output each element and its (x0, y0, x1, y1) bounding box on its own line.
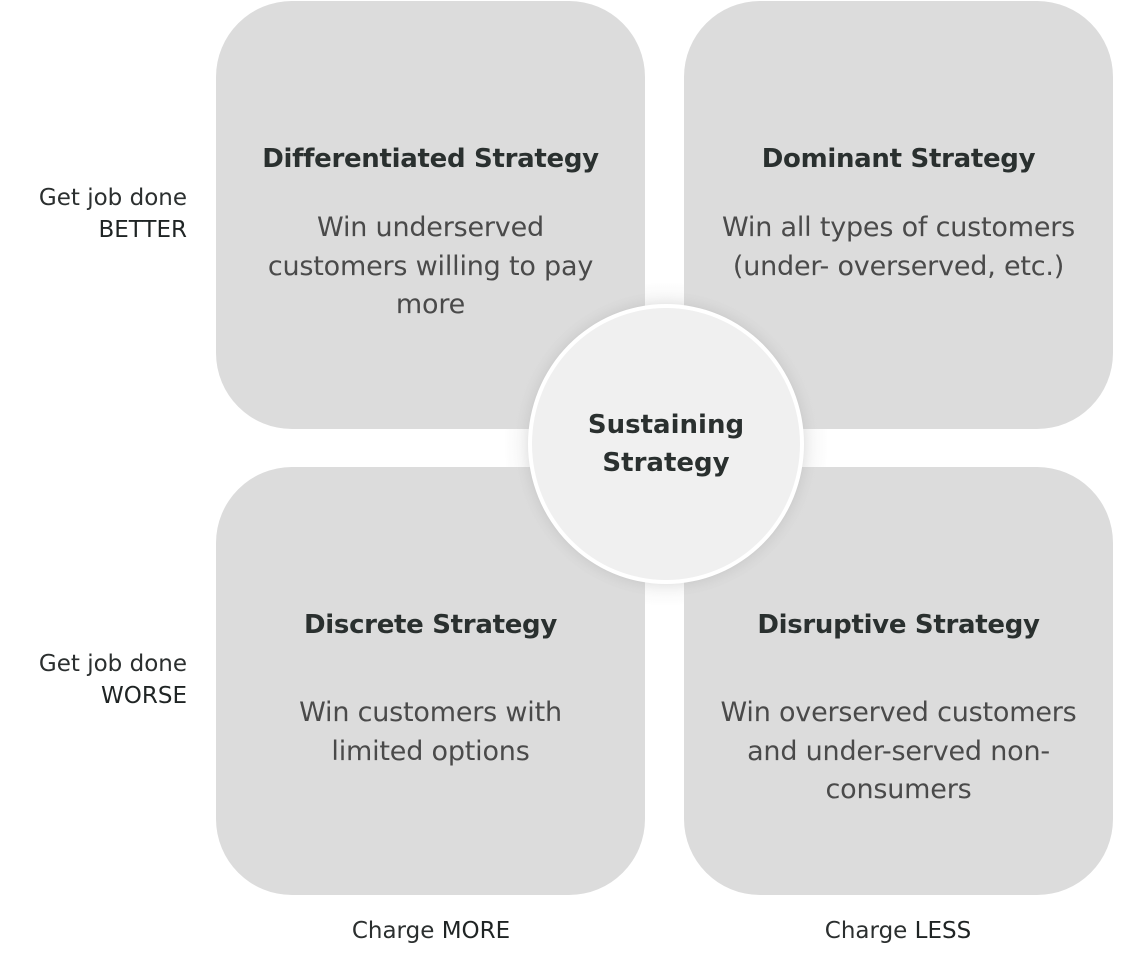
quadrant-differentiated: Differentiated Strategy Win underserved … (216, 1, 645, 429)
quadrant-title: Disruptive Strategy (757, 610, 1040, 640)
column-label-prefix: Charge (824, 918, 908, 944)
quadrant-description: Win customers with limited options (299, 697, 562, 767)
quadrant-title: Dominant Strategy (761, 144, 1036, 174)
column-label-prefix: Charge (351, 918, 435, 944)
row-label-better: Get job done BETTER (39, 182, 187, 246)
quadrant-title: Differentiated Strategy (262, 144, 599, 174)
quadrant-dominant: Dominant Strategy Win all types of custo… (684, 1, 1113, 429)
row-label-prefix: Get job done (38, 185, 187, 211)
row-label-emphasis: WORSE (101, 683, 187, 709)
center-label: Sustaining Strategy (587, 410, 745, 478)
quadrant-description: Win all types of customers (under- overs… (721, 212, 1075, 282)
column-label-emphasis: LESS (914, 918, 972, 944)
quadrant-description: Win overserved customers and under-serve… (720, 697, 1077, 805)
row-label-worse: Get job done WORSE (39, 648, 187, 712)
center-circle: Sustaining Strategy (528, 304, 804, 584)
column-label-emphasis: MORE (441, 918, 511, 944)
row-label-prefix: Get job done (38, 651, 187, 677)
row-label-emphasis: BETTER (98, 217, 187, 243)
column-label-less: Charge LESS (748, 915, 1048, 947)
quadrant-description: Win underserved customers willing to pay… (267, 212, 594, 320)
column-label-more: Charge MORE (281, 915, 581, 947)
quadrant-title: Discrete Strategy (304, 610, 557, 640)
